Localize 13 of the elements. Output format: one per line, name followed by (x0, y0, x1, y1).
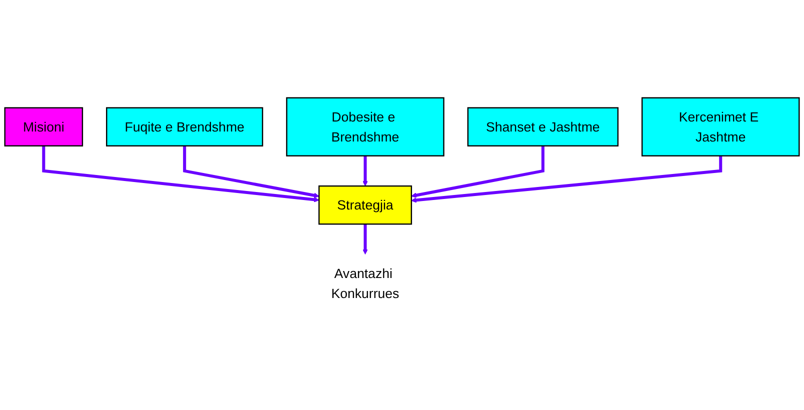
node-box: Strategjia (318, 185, 412, 225)
arrow (183, 146, 320, 198)
node-box: Misioni (4, 107, 84, 146)
arrow (362, 156, 368, 186)
arrow (42, 146, 320, 202)
node-box: Fuqite e Brendshme (106, 107, 264, 146)
node-box: Kercenimet E Jashtme (642, 97, 800, 156)
node-box: Shanset e Jashtme (467, 107, 619, 146)
node-box: Dobesite e Brendshme (286, 97, 444, 156)
arrow (362, 224, 368, 254)
arrow (411, 156, 722, 203)
arrow (411, 146, 544, 198)
node-text: Avantazhi Konkurrues (331, 266, 400, 301)
